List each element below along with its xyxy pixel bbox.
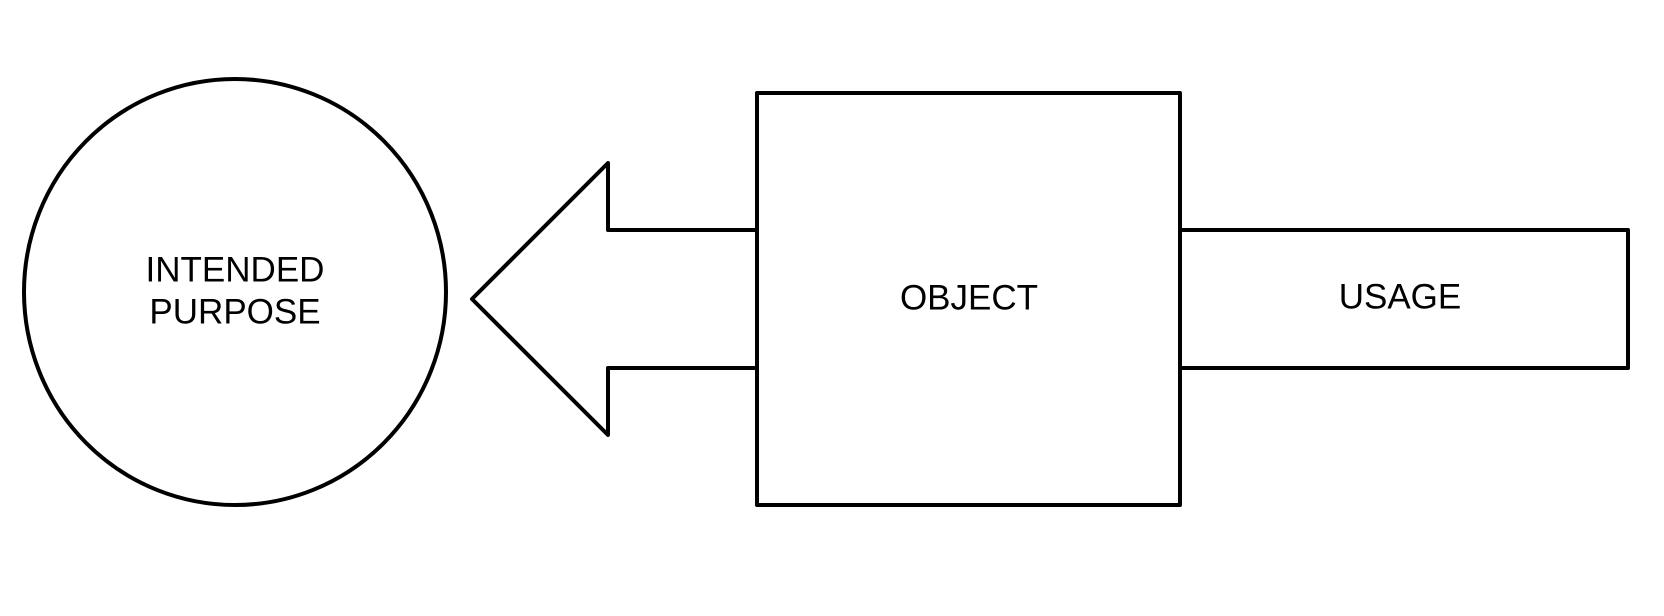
object-label: OBJECT	[900, 278, 1038, 317]
intended-purpose-label-line1: INTENDED	[146, 250, 325, 289]
intended-purpose-node: INTENDED PURPOSE	[22, 77, 448, 507]
object-node: OBJECT	[755, 91, 1182, 507]
intended-purpose-label-line2: PURPOSE	[149, 292, 320, 331]
usage-bar	[1178, 228, 1630, 370]
usage-label: USAGE	[1339, 277, 1462, 316]
arrow-left	[470, 161, 759, 437]
usage-node: USAGE	[1178, 228, 1630, 370]
object-box	[755, 91, 1182, 507]
intended-purpose-circle	[22, 77, 448, 507]
